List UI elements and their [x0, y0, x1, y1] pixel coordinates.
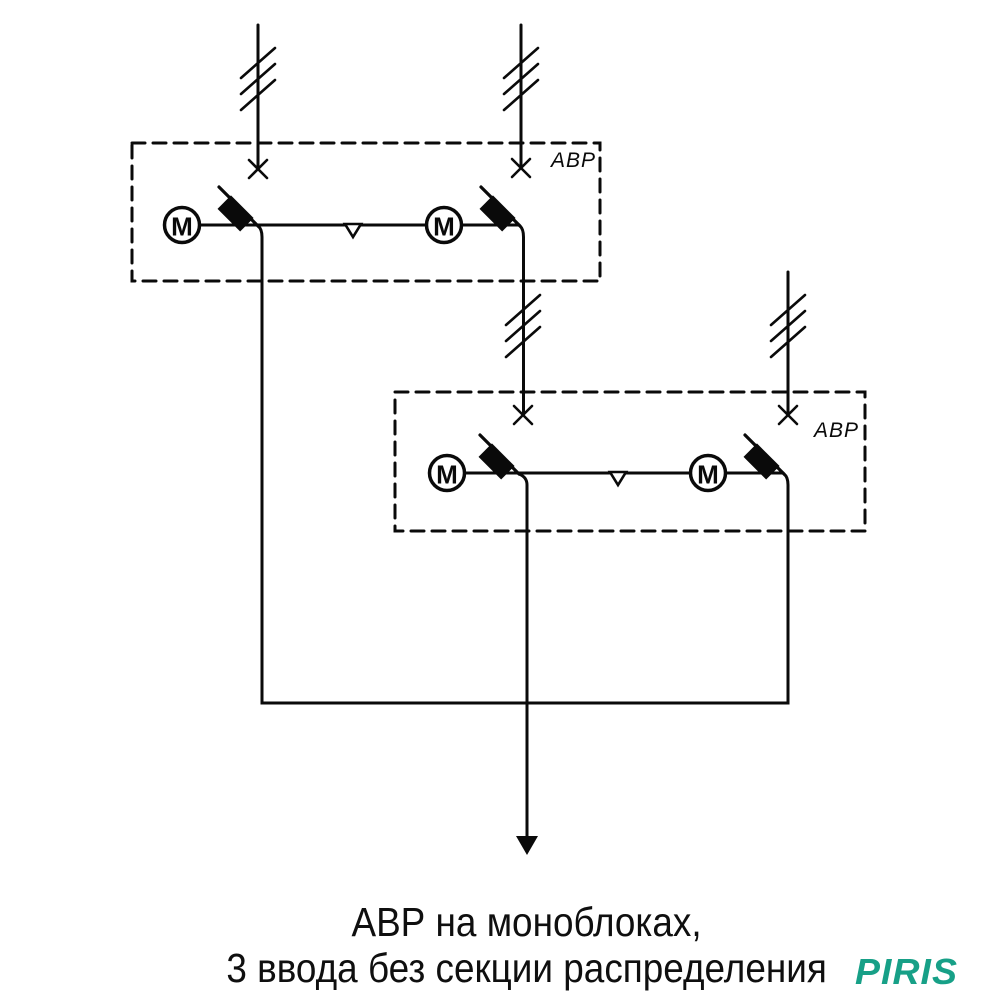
link-plug-contact-x-icon: [512, 404, 534, 426]
feeder-1-plug-contact-x-icon: [247, 158, 269, 180]
feeder-1-cable-slashes-icon: [239, 46, 277, 112]
abp-block-1: М М: [130, 141, 602, 283]
bottom-tie-wire: [256, 224, 790, 705]
b2-changeover-triangle-icon: [607, 470, 629, 488]
feeder-line-3: [769, 270, 807, 426]
feeder-line-2: [502, 23, 540, 179]
b2-switch1-breaker-body: [478, 443, 515, 480]
outgoing-arrow-head-icon: [516, 836, 538, 855]
link-cable-slashes-icon: [504, 293, 542, 359]
caption-line-2: 3 ввода без секции распределения: [27, 945, 1000, 992]
abp-block-2-dashed-border: [393, 390, 867, 533]
b1-switch1-breaker-body: [217, 195, 254, 232]
feeder-line-1: [239, 23, 277, 180]
b2-motor1-circle: [427, 453, 467, 493]
b1-motor1-circle: [162, 205, 202, 245]
abp-block-2-label: АВР: [814, 419, 860, 442]
caption-line-1-text: АВР на моноблоках,: [351, 899, 703, 945]
interblock-link: [504, 224, 542, 426]
b2-switch2-breaker-body: [743, 443, 780, 480]
feeder-2-plug-contact-x-icon: [510, 157, 532, 179]
feeder-3-plug-contact-x-icon: [777, 404, 799, 426]
feeder-3-cable-slashes-icon: [769, 293, 807, 359]
b2-motor2-letter: М: [697, 460, 719, 490]
b2-motor2-circle: [688, 453, 728, 493]
b2-motor1-letter: М: [436, 460, 458, 490]
abp-block-1-label: АВР: [551, 149, 597, 172]
caption-line-1: АВР на моноблоках,: [27, 899, 1000, 946]
abp-block-1-dashed-border: [130, 141, 602, 283]
link-wire: [518, 224, 525, 416]
b1-motor2-circle: [424, 205, 464, 245]
b1-switch2-breaker-body: [479, 195, 516, 232]
abp-block-2: М М: [393, 390, 867, 533]
piris-logo: PIRIS: [855, 951, 958, 992]
b1-motor2-letter: М: [433, 212, 455, 242]
outgoing-feeder-wire: [517, 472, 529, 840]
b1-motor1-letter: М: [171, 212, 193, 242]
b1-changeover-triangle-icon: [342, 222, 364, 240]
caption-line-2-text: 3 ввода без секции распределения: [226, 945, 828, 991]
feeder-2-cable-slashes-icon: [502, 46, 540, 112]
